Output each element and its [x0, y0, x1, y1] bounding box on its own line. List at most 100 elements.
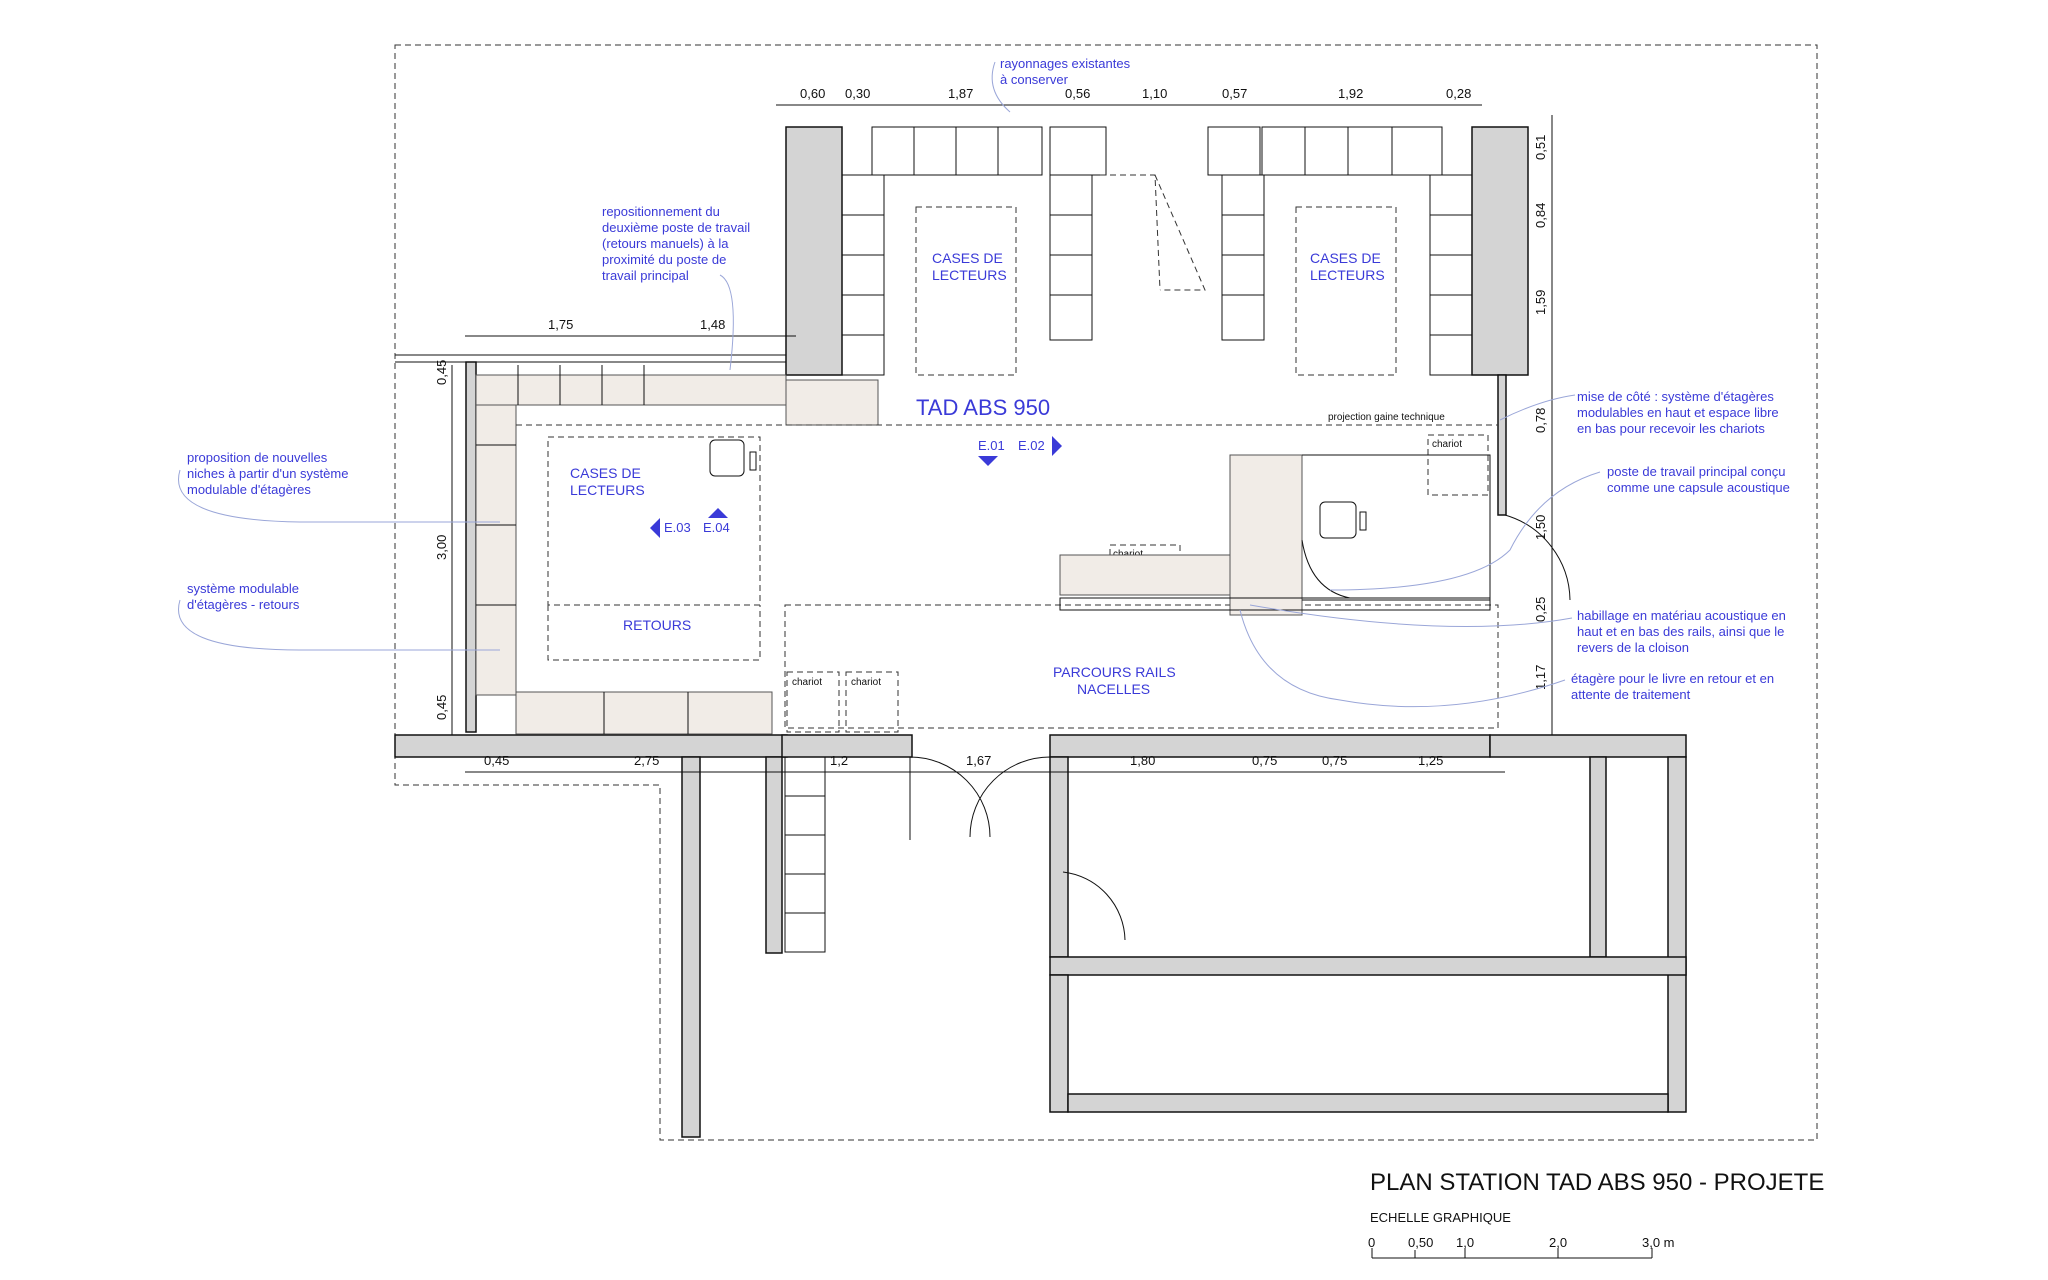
parcours-1: PARCOURS RAILS: [1053, 664, 1176, 680]
cases-left-1: CASES DE: [932, 250, 1003, 266]
svg-text:proposition de nouvelles: proposition de nouvelles: [187, 450, 328, 465]
svg-text:0,78: 0,78: [1533, 408, 1548, 433]
dim-bottom-4: 1,80: [1130, 753, 1155, 768]
dim-top-0: 0,60: [800, 86, 825, 101]
dims-left: 0,45 3,00 0,45: [434, 360, 449, 720]
site-boundary: [394, 44, 1818, 1141]
chariot-label-1: chariot: [792, 677, 822, 688]
svg-text:mise de côté : système d'étagè: mise de côté : système d'étagères: [1577, 389, 1774, 404]
dim-bottom-5: 0,75: [1252, 753, 1277, 768]
annotation-repositionnement: repositionnement du deuxième poste de tr…: [602, 204, 750, 371]
svg-text:habillage en matériau acoustiq: habillage en matériau acoustique en: [1577, 608, 1786, 623]
main-label: TAD ABS 950: [916, 395, 1050, 420]
svg-text:à conserver: à conserver: [1000, 72, 1069, 87]
workstation-capsule: [1059, 454, 1491, 616]
svg-text:système modulable: système modulable: [187, 581, 299, 596]
svg-text:niches à partir d'un système: niches à partir d'un système: [187, 466, 348, 481]
page-title: PLAN STATION TAD ABS 950 - PROJETE: [1370, 1169, 1824, 1196]
svg-text:en bas pour recevoir les chari: en bas pour recevoir les chariots: [1577, 421, 1765, 436]
cases-left-2: LECTEURS: [932, 267, 1007, 283]
cases-center-1: CASES DE: [570, 465, 641, 481]
svg-text:0,25: 0,25: [1533, 597, 1548, 622]
retours-label: RETOURS: [623, 617, 691, 633]
svg-text:(retours manuels) à la: (retours manuels) à la: [602, 236, 729, 251]
annotation-poste-principal: poste de travail principal conçu comme u…: [1329, 464, 1790, 591]
stair-shelves: [784, 756, 826, 953]
dim-top-3: 0,56: [1065, 86, 1090, 101]
pillar-right: [1471, 126, 1529, 376]
dim-top-2: 1,87: [948, 86, 973, 101]
chariot-label-2: chariot: [851, 677, 881, 688]
svg-text:poste de travail principal con: poste de travail principal conçu: [1607, 464, 1786, 479]
svg-text:modulable d'étagères: modulable d'étagères: [187, 482, 311, 497]
scale-tick-0: 0: [1368, 1235, 1375, 1250]
dim-top-6: 1,92: [1338, 86, 1363, 101]
svg-text:E.01: E.01: [978, 438, 1005, 453]
svg-text:rayonnages existantes: rayonnages existantes: [1000, 56, 1131, 71]
annotation-rayonnages: rayonnages existantes à conserver: [991, 56, 1131, 113]
dim-bottom-3: 1,67: [966, 753, 991, 768]
svg-text:repositionnement du: repositionnement du: [602, 204, 720, 219]
dim-bottom-7: 1,25: [1418, 753, 1443, 768]
zone-retours: [547, 605, 761, 661]
svg-text:attente de traitement: attente de traitement: [1571, 687, 1691, 702]
scale-tick-4: 3,0 m: [1642, 1235, 1675, 1250]
cases-right-1: CASES DE: [1310, 250, 1381, 266]
svg-text:E.03: E.03: [664, 520, 691, 535]
svg-text:deuxième poste de travail: deuxième poste de travail: [602, 220, 750, 235]
dim-upper-left-0: 1,75: [548, 317, 573, 332]
zone-cases-left: [915, 206, 1017, 376]
scale-bar: [1371, 1248, 1653, 1259]
svg-text:étagère pour le livre en retou: étagère pour le livre en retour et en: [1571, 671, 1774, 686]
annotation-systeme: système modulable d'étagères - retours: [178, 581, 500, 651]
svg-text:0,45: 0,45: [434, 360, 449, 385]
dim-upper-left-1: 1,48: [700, 317, 725, 332]
annotation-mise-de-cote: mise de côté : système d'étagères modula…: [1499, 389, 1779, 436]
main-room-walls: [394, 354, 1687, 1138]
annotation-habillage: habillage en matériau acoustique en haut…: [1249, 604, 1786, 655]
svg-text:revers de la cloison: revers de la cloison: [1577, 640, 1689, 655]
parcours-2: NACELLES: [1077, 681, 1150, 697]
scale-tick-2: 1,0: [1456, 1235, 1474, 1250]
upper-shelving: [871, 126, 1443, 176]
dim-top-5: 0,57: [1222, 86, 1247, 101]
svg-text:1,17: 1,17: [1533, 665, 1548, 690]
annotation-etagere: étagère pour le livre en retour et en at…: [1239, 609, 1774, 708]
svg-text:modulables en haut et espace l: modulables en haut et espace libre: [1577, 405, 1779, 420]
scale-tick-3: 2,0: [1549, 1235, 1567, 1250]
zone-cases-right: [1295, 206, 1397, 376]
dim-bottom-1: 2,75: [634, 753, 659, 768]
chariot-label-4: chariot: [1432, 439, 1462, 450]
cases-center-2: LECTEURS: [570, 482, 645, 498]
dims-right: 0,51 0,84 1,59 0,78 1,50 0,25 1,17: [1533, 135, 1548, 690]
dim-bottom-6: 0,75: [1322, 753, 1347, 768]
svg-text:E.04: E.04: [703, 520, 730, 535]
svg-text:E.02: E.02: [1018, 438, 1045, 453]
svg-text:0,51: 0,51: [1533, 135, 1548, 160]
svg-text:1,59: 1,59: [1533, 290, 1548, 315]
svg-text:d'étagères - retours: d'étagères - retours: [187, 597, 300, 612]
annotation-proposition: proposition de nouvelles niches à partir…: [178, 450, 500, 523]
svg-text:haut et en bas des rails, ains: haut et en bas des rails, ainsi que le: [1577, 624, 1784, 639]
chair-icon: [709, 439, 1367, 539]
dim-top-7: 0,28: [1446, 86, 1471, 101]
cases-right-2: LECTEURS: [1310, 267, 1385, 283]
pillar-left: [785, 126, 843, 376]
svg-text:1,50: 1,50: [1533, 515, 1548, 540]
svg-text:0,45: 0,45: [434, 695, 449, 720]
dim-top-1: 0,30: [845, 86, 870, 101]
projection-label: projection gaine technique: [1328, 412, 1445, 423]
svg-text:comme une capsule acoustique: comme une capsule acoustique: [1607, 480, 1790, 495]
svg-text:proximité du poste de: proximité du poste de: [602, 252, 726, 267]
dimension-lines: [451, 104, 1553, 773]
svg-text:3,00: 3,00: [434, 535, 449, 560]
elevation-markers: E.01 E.02 E.03 E.04: [650, 436, 1062, 538]
doors: [909, 514, 1571, 941]
cabinet-columns: [841, 174, 1473, 376]
svg-text:0,84: 0,84: [1533, 203, 1548, 228]
svg-text:travail principal: travail principal: [602, 268, 689, 283]
upper-door: [1100, 174, 1206, 291]
dim-bottom-0: 0,45: [484, 753, 509, 768]
dim-bottom-2: 1,2: [830, 753, 848, 768]
